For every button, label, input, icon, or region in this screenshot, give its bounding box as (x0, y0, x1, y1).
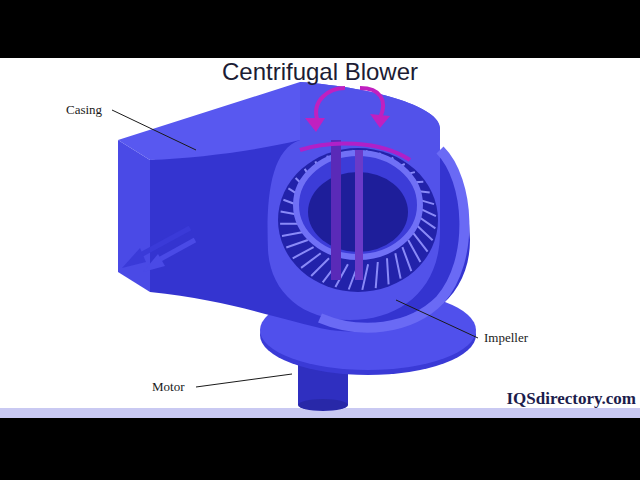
part-label: Motor (152, 379, 185, 395)
part-label: Casing (66, 102, 102, 118)
air-arrow (155, 240, 195, 262)
leader-line (196, 374, 292, 387)
leader-line (396, 300, 478, 338)
flow-arc (300, 143, 410, 160)
shaft-rear (355, 150, 363, 280)
arrow-head (370, 114, 390, 128)
impeller-outer (278, 148, 438, 292)
outlet-face (118, 140, 150, 292)
leader-line (112, 110, 196, 150)
top-bar (0, 0, 640, 58)
rotation-arrow (316, 88, 345, 122)
arrow-head (143, 254, 165, 272)
shaft (331, 140, 341, 280)
arrow-head (122, 248, 146, 268)
motor-bottom (298, 399, 348, 411)
part-label: Impeller (484, 330, 528, 346)
rotation-arrow (360, 88, 383, 118)
bottom-bar (0, 418, 640, 480)
casing-top-plate (268, 82, 440, 320)
watermark: IQSdirectory.com (506, 389, 636, 409)
title: Centrifugal Blower (0, 58, 640, 86)
arrow-head (305, 118, 325, 132)
impeller-blades (280, 150, 436, 290)
air-arrow (135, 228, 190, 258)
